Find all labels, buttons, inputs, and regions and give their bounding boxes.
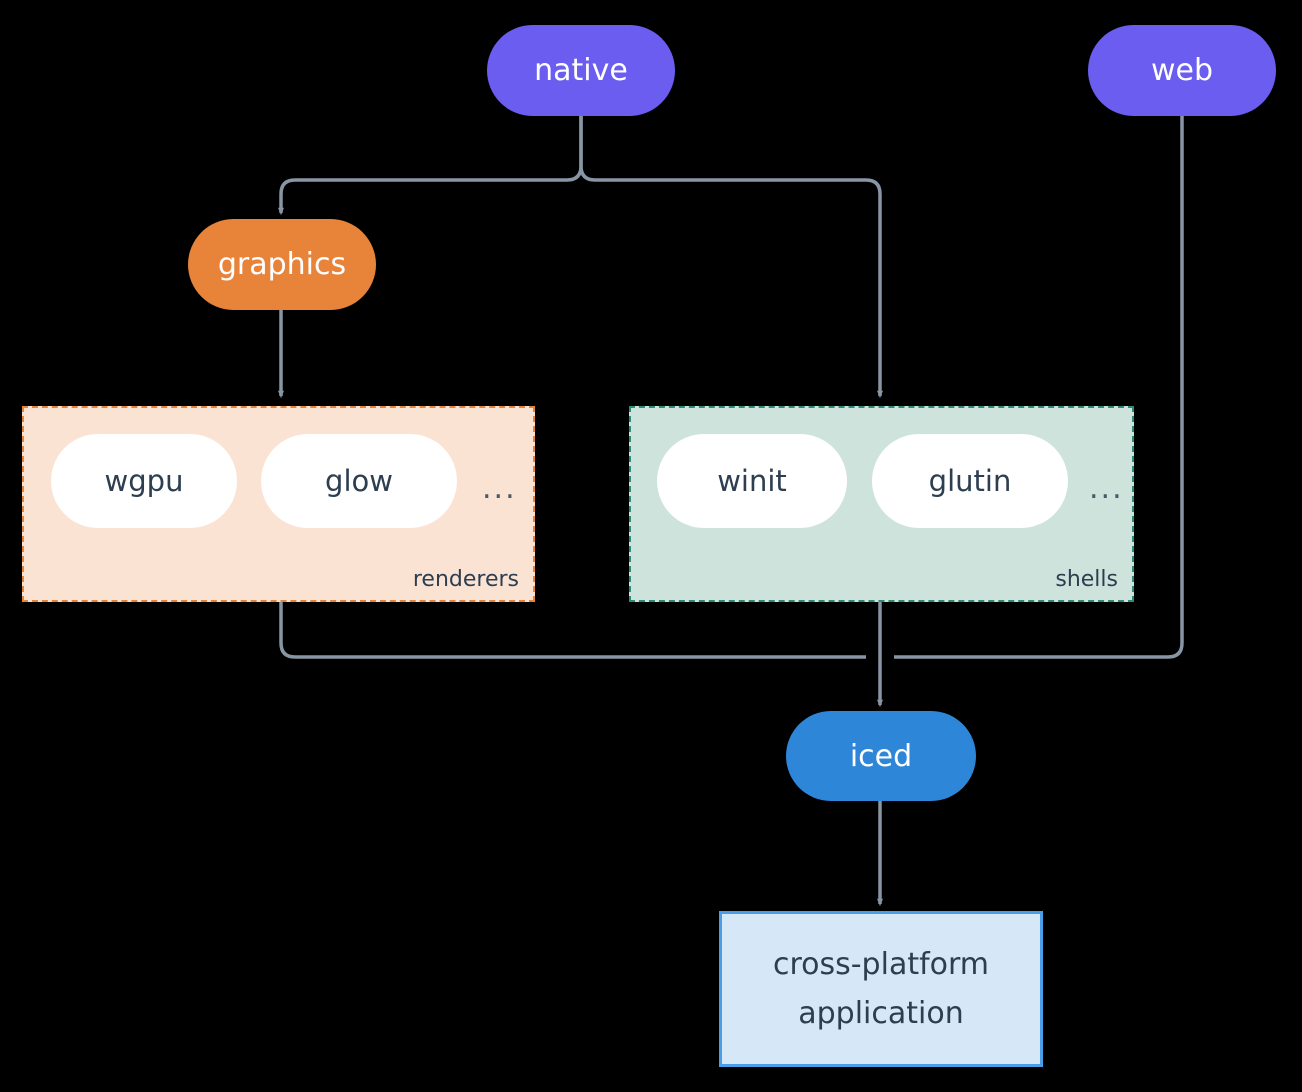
node-iced-label: iced <box>849 738 913 774</box>
node-native[interactable]: native <box>487 25 675 116</box>
shell-item-winit-label: winit <box>717 464 787 498</box>
renderer-item-wgpu[interactable]: wgpu <box>51 434 237 528</box>
shell-item-glutin[interactable]: glutin <box>872 434 1068 528</box>
node-application[interactable]: cross-platform application <box>719 911 1043 1067</box>
node-graphics[interactable]: graphics <box>188 219 376 310</box>
node-native-label: native <box>534 53 628 88</box>
shell-item-winit[interactable]: winit <box>657 434 847 528</box>
group-shells-label: shells <box>1055 567 1118 592</box>
application-label-line2: application <box>798 996 964 1031</box>
renderers-more-ellipsis: ... <box>482 471 517 506</box>
renderer-item-glow-label: glow <box>325 464 393 498</box>
group-shells: winit glutin ... shells <box>629 406 1134 602</box>
node-graphics-label: graphics <box>217 247 347 282</box>
edge-native-to-graphics <box>278 116 583 216</box>
application-label-line1: cross-platform <box>772 946 990 982</box>
shell-item-glutin-label: glutin <box>928 464 1012 498</box>
group-renderers: wgpu glow ... renderers <box>22 406 535 602</box>
node-iced[interactable]: iced <box>786 711 976 801</box>
node-web-label: web <box>1150 53 1214 88</box>
shells-more-ellipsis: ... <box>1089 471 1124 506</box>
edge-renderers-to-iced <box>279 602 866 659</box>
renderer-item-glow[interactable]: glow <box>261 434 457 528</box>
group-renderers-label: renderers <box>412 567 519 592</box>
edge-native-to-shells <box>579 116 883 399</box>
renderer-item-wgpu-label: wgpu <box>104 464 184 498</box>
node-web[interactable]: web <box>1088 25 1276 116</box>
